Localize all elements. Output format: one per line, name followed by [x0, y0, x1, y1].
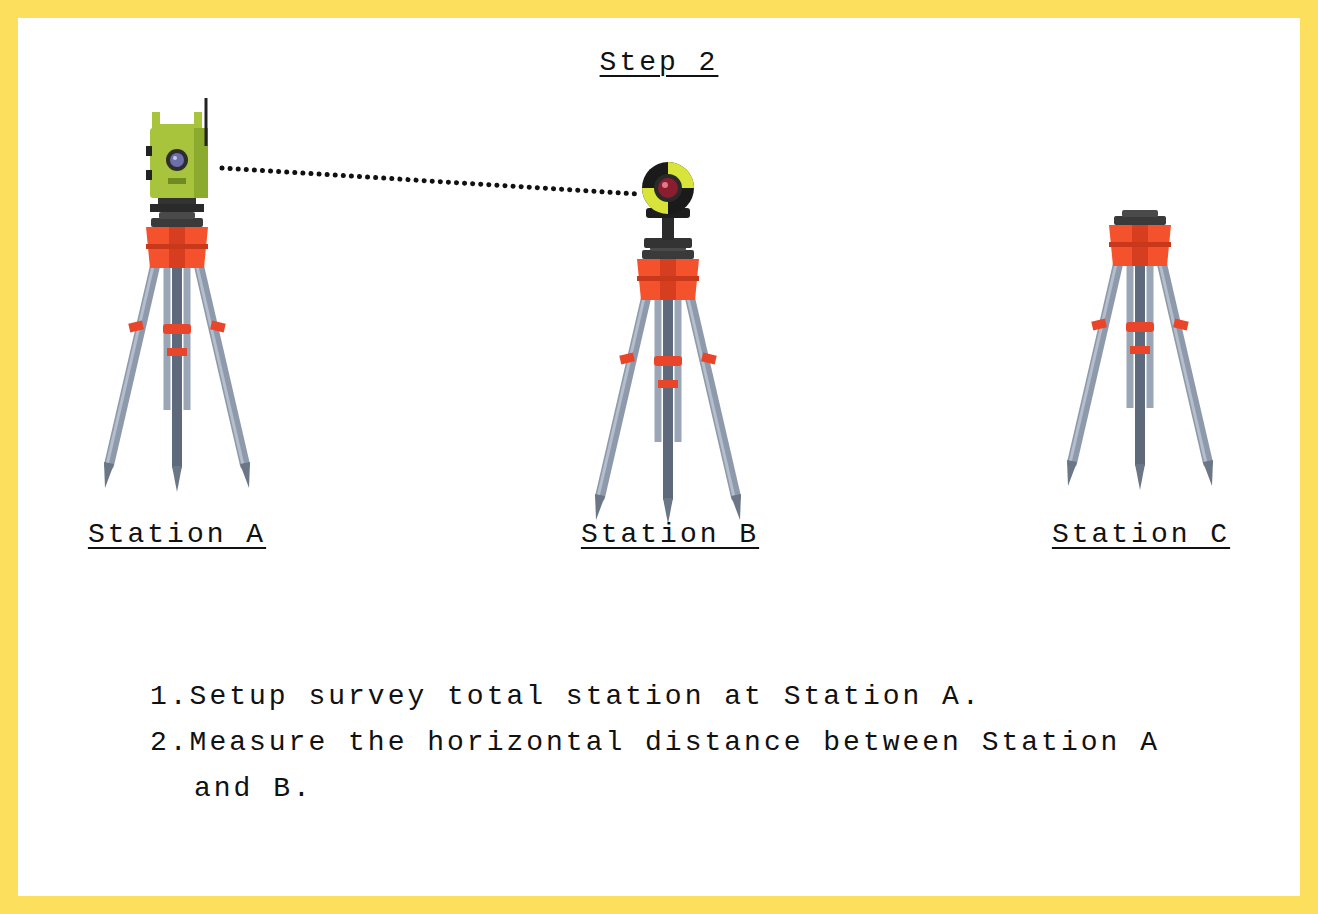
- instruction-step: 2.Measure the horizontal distance betwee…: [150, 720, 1194, 812]
- station-label: Station B: [581, 518, 759, 552]
- station-label: Station C: [1052, 518, 1230, 552]
- diagram-title: Step 2: [600, 46, 719, 80]
- station-label: Station A: [88, 518, 266, 552]
- instruction-step: 1.Setup survey total station at Station …: [150, 674, 1194, 720]
